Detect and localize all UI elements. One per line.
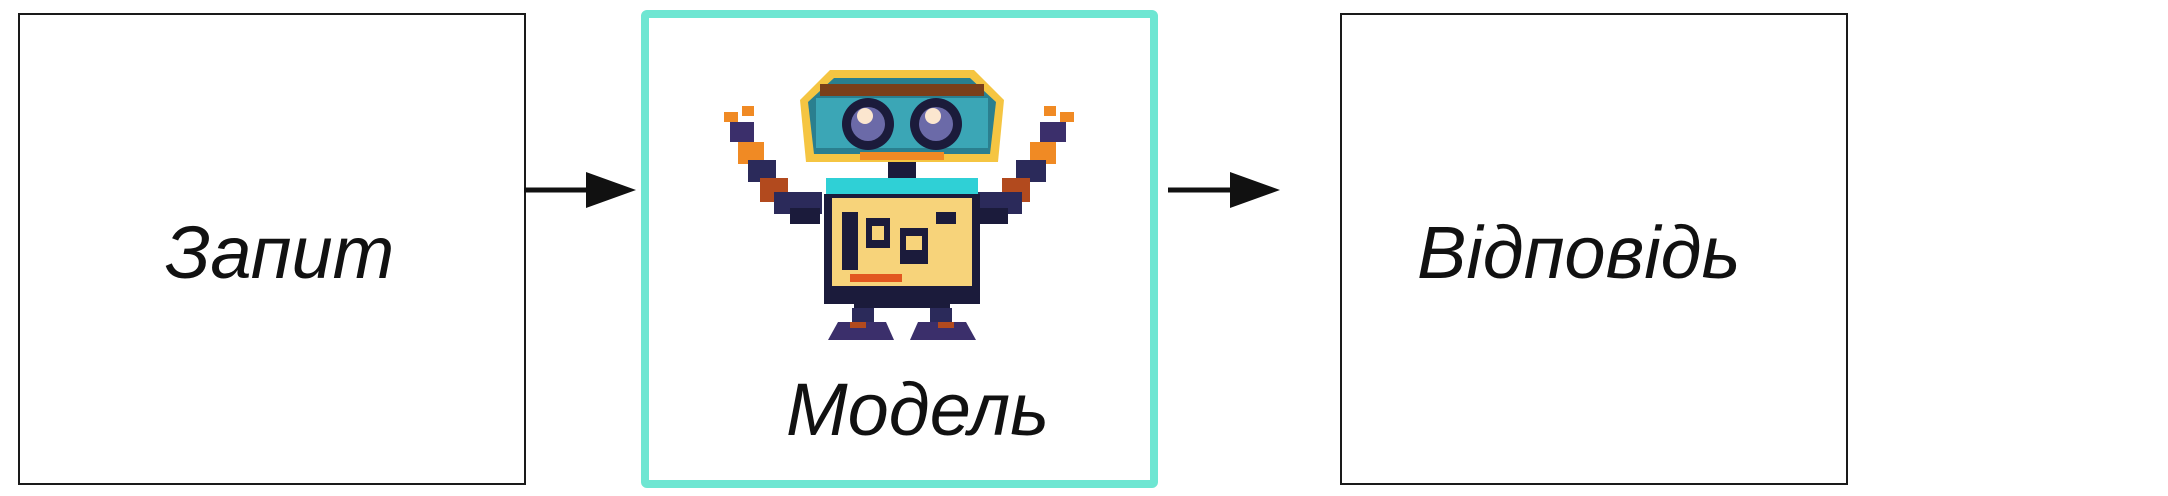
robot-feet [828, 308, 976, 340]
arrow-input-to-model [524, 172, 636, 208]
arrow-model-to-output [1168, 172, 1280, 208]
robot-neck [888, 162, 916, 180]
robot-icon [724, 70, 1074, 340]
robot-right-arm [976, 106, 1074, 224]
input-label: Запит [165, 211, 395, 294]
input-box [18, 13, 526, 485]
model-label: Модель [786, 368, 1050, 451]
robot-left-arm [724, 106, 822, 224]
output-label: Відповідь [1417, 211, 1741, 294]
output-box [1340, 13, 1848, 485]
robot-head [800, 70, 1004, 162]
robot-body [824, 178, 980, 308]
